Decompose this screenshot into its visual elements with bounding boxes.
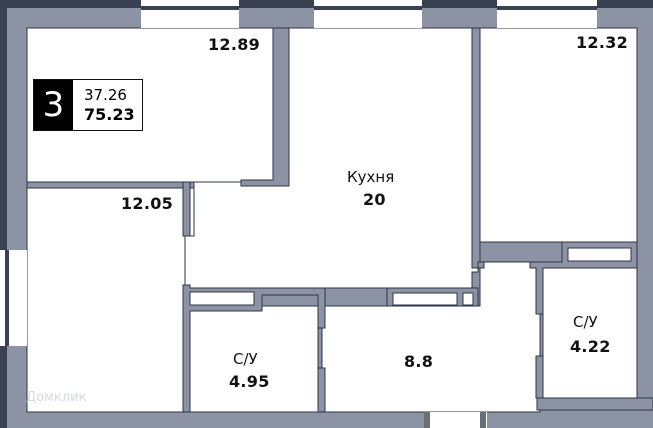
room-name-kitchen: Кухня <box>347 168 395 186</box>
room-area-bedroom-2: 12.32 <box>576 33 629 52</box>
room-area-bathroom-2: 4.22 <box>570 337 611 356</box>
room-area-bedroom-1: 12.89 <box>208 35 261 54</box>
window-bedroom-3 <box>0 250 27 346</box>
rooms-count: 3 <box>34 80 73 130</box>
total-area: 75.23 <box>84 104 135 124</box>
entrance-opening <box>424 412 487 428</box>
room-area-bedroom-3: 12.05 <box>121 194 174 213</box>
living-area: 37.26 <box>84 85 127 104</box>
watermark: Домклик <box>26 390 87 405</box>
window-bedroom-2 <box>497 0 597 28</box>
windows <box>0 0 597 346</box>
room-area-bathroom-1: 4.95 <box>229 372 270 391</box>
window-kitchen <box>314 0 422 28</box>
room-name-bathroom-1: С/У <box>233 350 258 368</box>
apartment-summary-badge: 3 37.26 75.23 <box>33 79 143 131</box>
shafts <box>189 247 632 306</box>
room-area-kitchen: 20 <box>363 190 386 209</box>
room-area-hallway: 8.8 <box>404 352 434 371</box>
areas-block: 37.26 75.23 <box>73 80 142 130</box>
room-name-bathroom-2: С/У <box>573 313 598 331</box>
window-bedroom-1 <box>141 0 239 28</box>
